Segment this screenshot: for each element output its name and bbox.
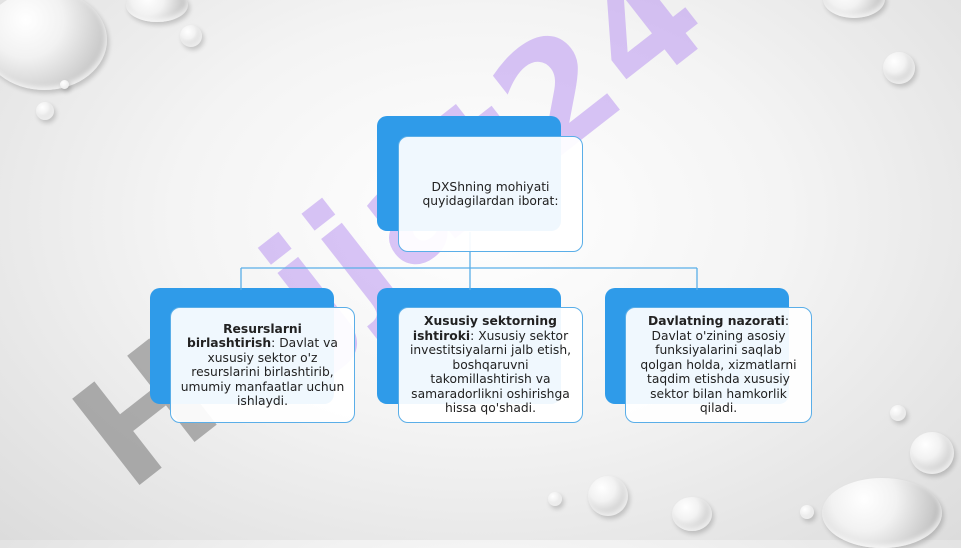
water-drop-decoration (60, 80, 69, 89)
water-drop-decoration (126, 0, 188, 22)
child-node-1-text: : Davlat va xususiy sektor o'z resurslar… (180, 336, 345, 408)
water-drop-decoration (890, 405, 906, 421)
water-drop-decoration (800, 505, 814, 519)
root-node: DXShning mohiyati quyidagilardan iborat: (398, 136, 583, 252)
child-node-3-title: Davlatning nazorati (648, 314, 785, 329)
child-node-3-text: : Davlat o'zining asosiy funksiyalarini … (640, 314, 797, 416)
child-node-2-title: Xususiy sektorning ishtiroki (412, 314, 557, 343)
water-drop-decoration (822, 478, 942, 548)
water-drop-decoration (672, 497, 712, 531)
child-node-2-text: : Xususiy sektor investitsiyalarni jalb … (409, 328, 572, 416)
child-node-2: Xususiy sektorning ishtiroki: Xususiy se… (398, 307, 583, 423)
root-node-text: DXShning mohiyati quyidagilardan iborat: (422, 179, 559, 209)
water-drop-decoration (823, 0, 885, 18)
child-node-1-title: Resurslarni birlashtirish (187, 321, 302, 351)
child-node-3: Davlatning nazorati: Davlat o'zining aso… (625, 307, 812, 423)
water-drop-decoration (910, 432, 954, 474)
water-drop-decoration (36, 102, 54, 120)
water-drop-decoration (588, 476, 628, 516)
water-drop-decoration (548, 492, 562, 506)
water-drop-decoration (883, 52, 915, 84)
water-drop-decoration (180, 25, 202, 47)
child-node-1: Resurslarni birlashtirish: Davlat va xus… (170, 307, 355, 423)
